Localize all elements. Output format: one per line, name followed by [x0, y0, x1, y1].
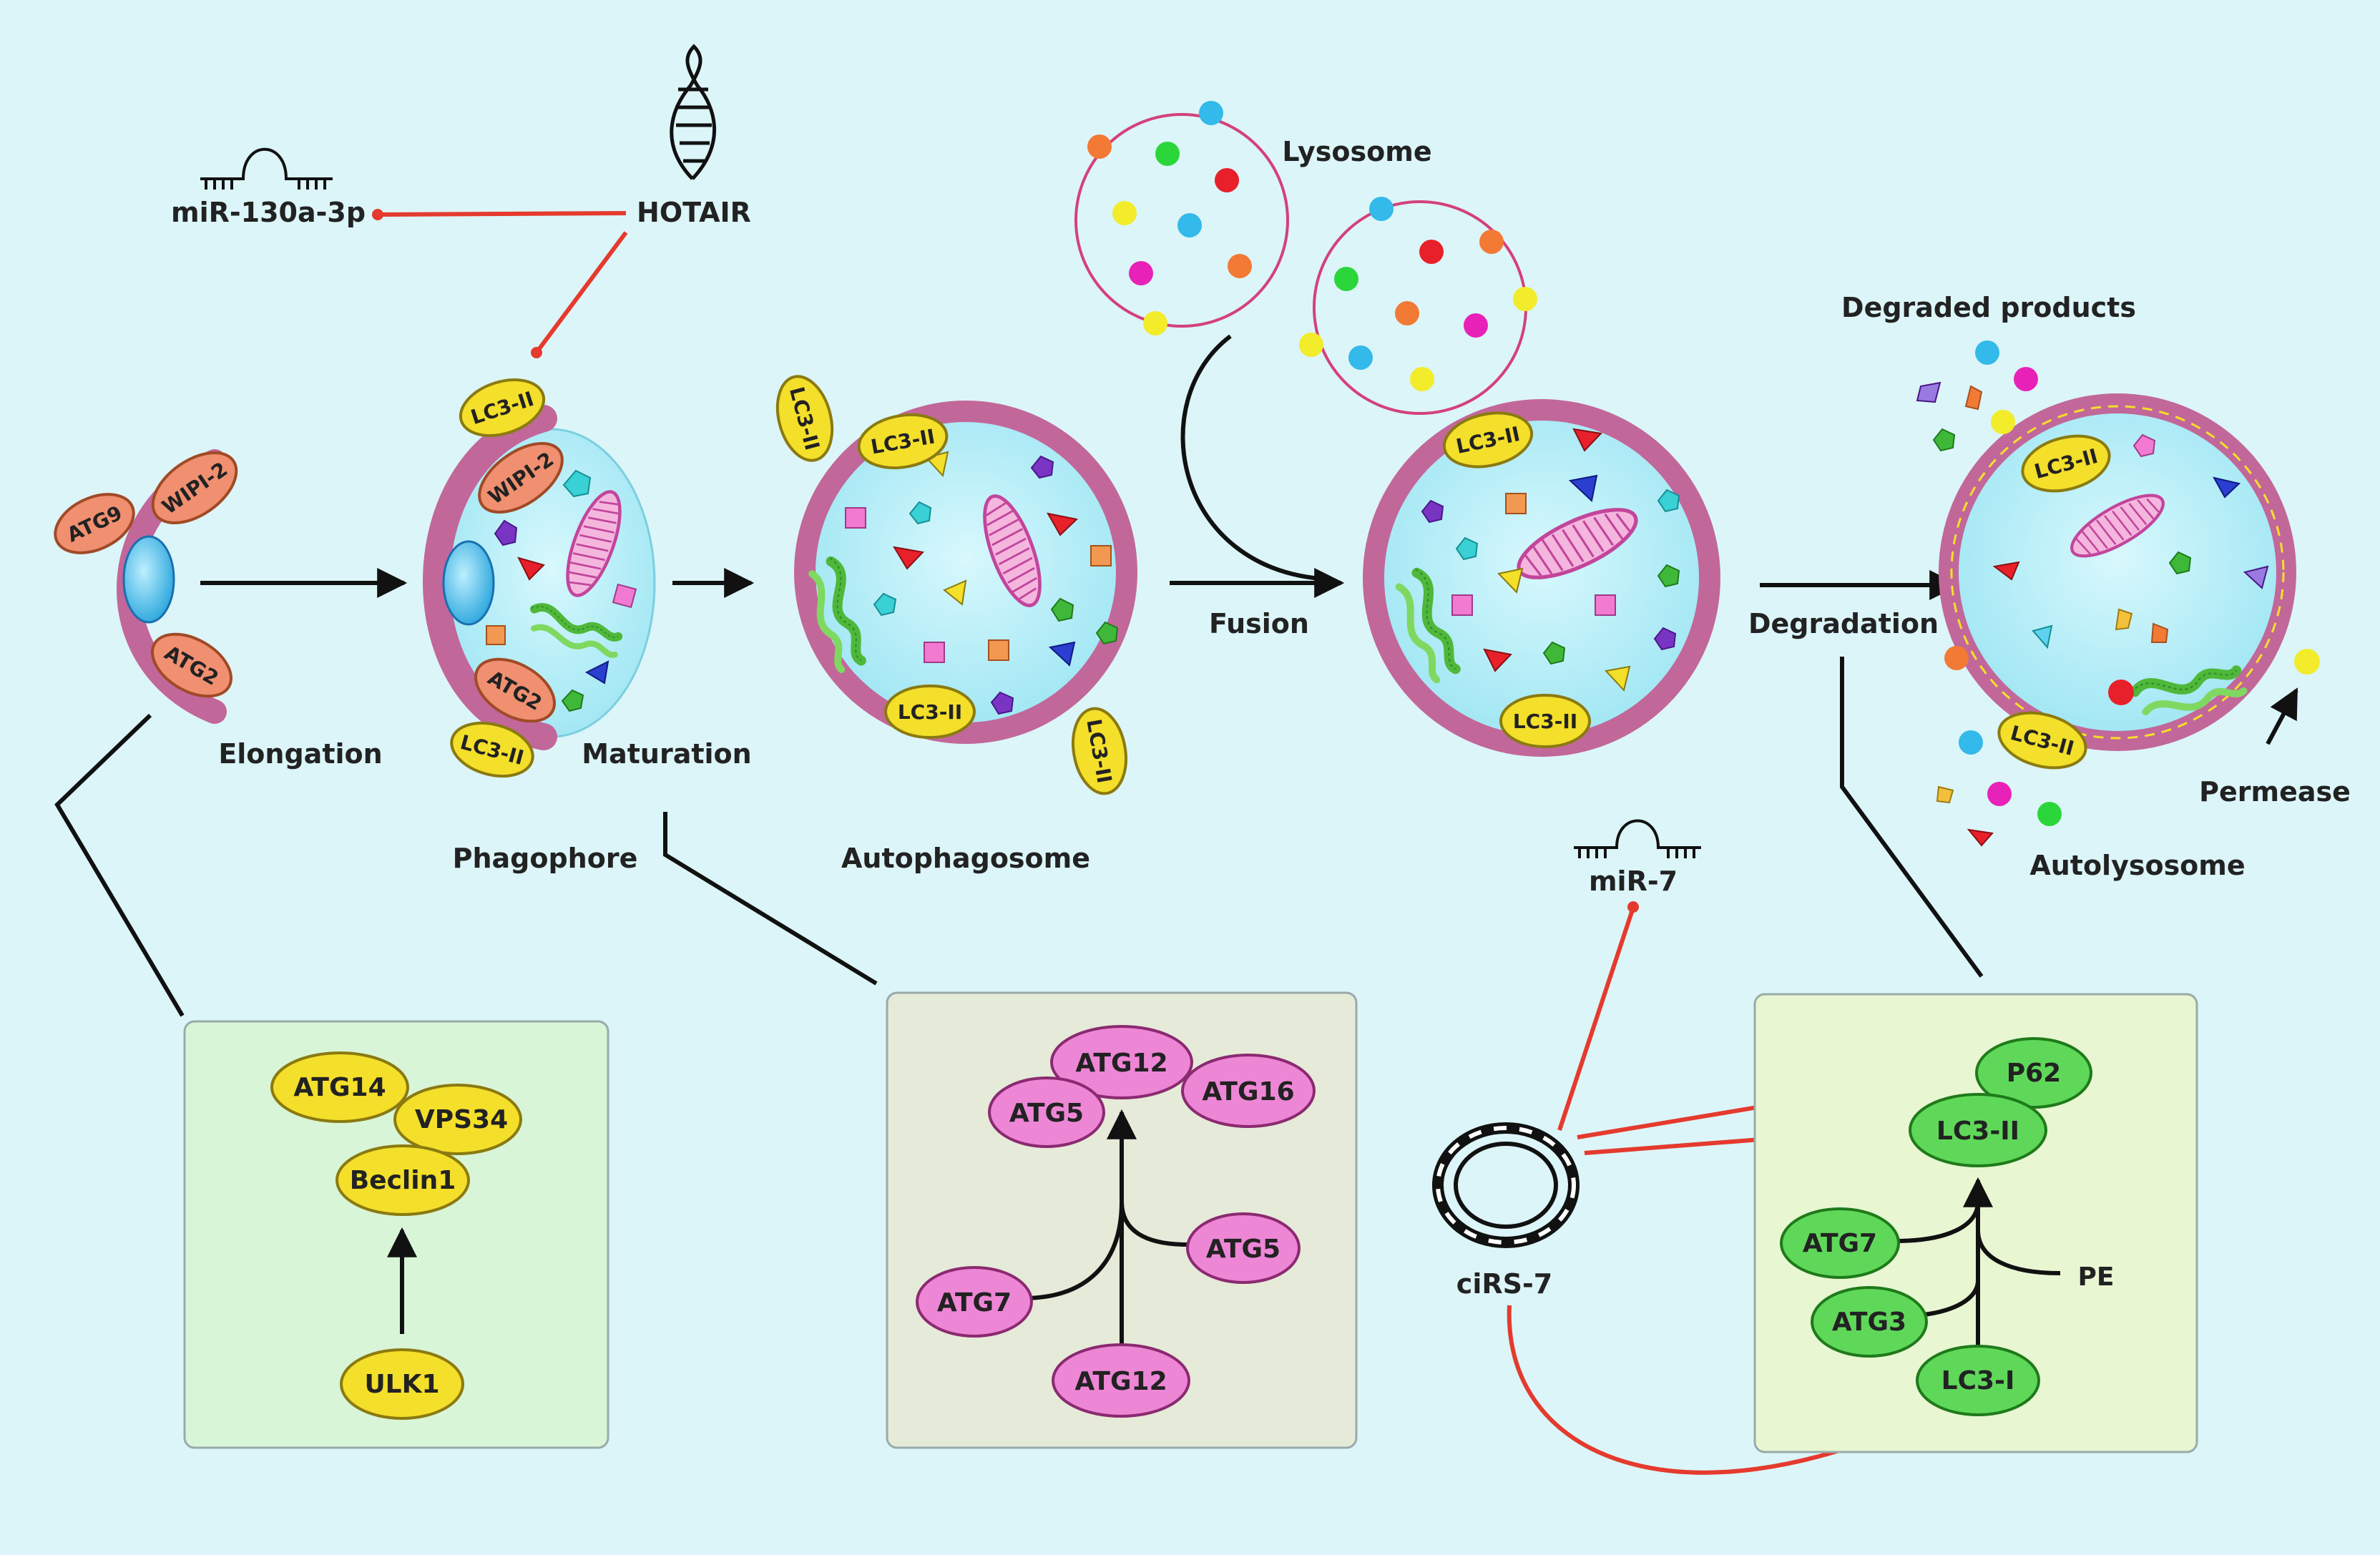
lc3ii-protein: LC3-II	[1909, 1093, 2047, 1167]
box-lc3-conjugation: P62 LC3-II ATG7 ATG3 PE LC3-I	[1753, 993, 2198, 1453]
label-maturation: Maturation	[582, 738, 751, 770]
cirs7-mir7-line	[1557, 909, 1635, 1131]
process-arrows	[200, 334, 2298, 745]
connector-degradation-box3	[1840, 657, 1984, 978]
atg5-protein: ATG5	[1186, 1212, 1301, 1284]
p62-protein: P62	[1975, 1037, 2092, 1109]
svg-text:ATG12: ATG12	[1075, 1049, 1167, 1078]
phagophore: LC3-II WIPI-2 ATG2 LC3-II	[423, 378, 656, 778]
svg-text:LC3-II: LC3-II	[898, 700, 962, 724]
atg7-protein: ATG7	[916, 1266, 1033, 1338]
wipi2-protein: WIPI-2	[478, 442, 564, 514]
label-phagophore: Phagophore	[453, 843, 638, 874]
atg14-protein: ATG14	[270, 1051, 409, 1123]
label-hotair: HOTAIR	[637, 197, 751, 228]
ulk1-protein: ULK1	[340, 1348, 464, 1420]
svg-text:P62: P62	[2007, 1059, 2061, 1088]
svg-text:LC3-II: LC3-II	[1936, 1117, 2019, 1146]
arrow-lysosome-fusion	[1180, 334, 1331, 582]
membrane-vesicle-icon	[122, 535, 175, 624]
label-lysosome: Lysosome	[1282, 136, 1431, 167]
label-degradation: Degradation	[1748, 608, 1939, 639]
atg2-protein: ATG2	[151, 632, 232, 698]
permease-channel	[2294, 649, 2320, 675]
lc3ii-protein: LC3-II	[450, 722, 534, 778]
autolysosome: LC3-II LC3-II	[1939, 393, 2320, 770]
beclin1-protein: Beclin1	[336, 1144, 470, 1216]
elongation-membrane: ATG9 WIPI-2 ATG2	[54, 449, 238, 724]
label-mir7: miR-7	[1589, 865, 1678, 897]
atg12-protein: ATG12	[1050, 1025, 1193, 1099]
lc3ii-protein: LC3-II	[1499, 694, 1591, 748]
svg-text:ATG5: ATG5	[1206, 1235, 1280, 1264]
lc3ii-protein: LC3-II	[775, 375, 834, 462]
arrow-permease	[2266, 687, 2298, 745]
label-cirs7: ciRS-7	[1456, 1268, 1552, 1300]
svg-text:ATG3: ATG3	[1832, 1308, 1906, 1337]
lc3ii-protein: LC3-II	[857, 413, 949, 470]
svg-text:Beclin1: Beclin1	[350, 1166, 456, 1195]
atg3-protein: ATG3	[1811, 1286, 1928, 1358]
vps34-protein: VPS34	[393, 1084, 522, 1155]
mir7-hairpin-icon	[1574, 819, 1701, 858]
box-atg12-conjugation: ATG12 ATG5 ATG16 ATG7 ATG5 ATG12	[886, 991, 1358, 1449]
hotair-structure-icon	[670, 44, 717, 180]
label-degraded-products: Degraded products	[1841, 292, 2136, 323]
lc3i-protein: LC3-I	[1916, 1345, 2040, 1416]
stage-labels: Elongation Maturation Phagophore Autopha…	[171, 136, 2351, 1300]
degraded-products	[1916, 340, 2062, 847]
hotair-mir130-line	[378, 211, 627, 217]
label-mir130: miR-130a-3p	[171, 197, 366, 228]
cirs7-circular-rna-icon	[1432, 1122, 1580, 1248]
lc3ii-protein: LC3-II	[1072, 707, 1127, 795]
svg-text:LC3-I: LC3-I	[1941, 1366, 2015, 1395]
pe-label: PE	[2078, 1262, 2115, 1292]
atg7-protein: ATG7	[1780, 1207, 1900, 1279]
label-permease: Permease	[2199, 776, 2351, 808]
svg-text:ATG12: ATG12	[1074, 1367, 1167, 1396]
atg12-protein: ATG12	[1052, 1343, 1190, 1418]
svg-text:VPS34: VPS34	[415, 1105, 508, 1134]
lysosome-1	[1074, 101, 1289, 335]
lc3ii-protein: LC3-II	[1997, 711, 2087, 770]
label-elongation: Elongation	[218, 738, 382, 770]
lc3ii-protein: LC3-II	[459, 378, 546, 437]
lc3ii-protein: LC3-II	[1442, 411, 1534, 469]
svg-text:ATG5: ATG5	[1009, 1099, 1084, 1128]
atg9-protein: ATG9	[54, 493, 135, 554]
label-fusion: Fusion	[1209, 608, 1309, 639]
atg2-protein: ATG2	[474, 657, 556, 723]
connector-lines	[54, 657, 1984, 1017]
lc3ii-protein: LC3-II	[884, 685, 976, 739]
svg-text:ATG7: ATG7	[937, 1288, 1012, 1318]
label-autolysosome: Autolysosome	[2029, 850, 2245, 881]
hotair-phagophore-line	[536, 231, 628, 352]
lc3ii-protein: LC3-II	[2021, 434, 2111, 493]
mir130-hairpin-icon	[200, 147, 333, 190]
svg-text:ATG16: ATG16	[1202, 1077, 1294, 1107]
atg16-protein: ATG16	[1181, 1054, 1316, 1128]
lysosome-2	[1299, 197, 1537, 415]
label-autophagosome: Autophagosome	[841, 843, 1090, 874]
svg-text:ULK1: ULK1	[364, 1370, 439, 1399]
autophagosome: LC3-II LC3-II LC3-II LC3-II	[775, 375, 1137, 795]
connector-maturation-box2	[663, 812, 878, 986]
connector-elongation-box1	[54, 713, 185, 1017]
svg-text:LC3-II: LC3-II	[1513, 710, 1577, 733]
svg-text:ATG14: ATG14	[293, 1073, 386, 1102]
cirs7-lc3i-line	[1507, 1305, 1929, 1475]
fused-vesicle: LC3-II LC3-II	[1363, 399, 1720, 757]
atg5-protein: ATG5	[988, 1076, 1105, 1148]
svg-text:ATG7: ATG7	[1803, 1229, 1877, 1258]
box-initiation: VPS34 ATG14 Beclin1 ULK1	[183, 1020, 609, 1449]
